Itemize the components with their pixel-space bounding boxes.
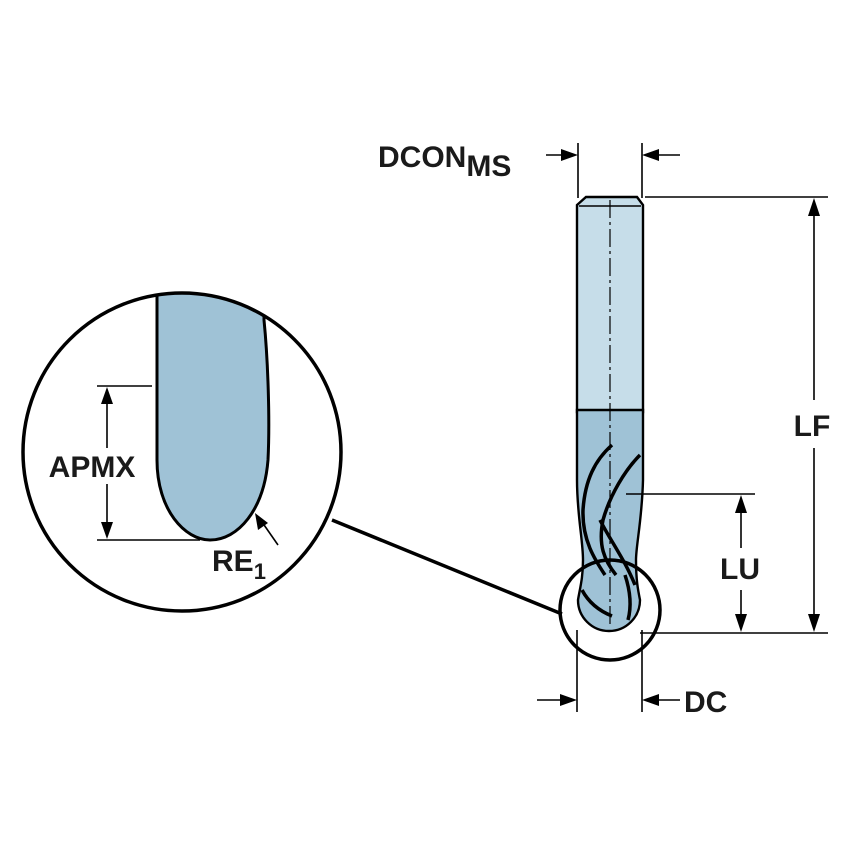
- lf-arrow-top: [808, 198, 820, 216]
- end-mill-body: [575, 195, 645, 633]
- apmx-arrow-bottom: [101, 522, 113, 539]
- re-label-subscript: 1: [254, 559, 266, 584]
- dcon-arrow-right: [642, 149, 659, 161]
- dcon-label-main: DCON: [378, 141, 466, 174]
- dc-arrow-left: [560, 694, 577, 706]
- dcon-label-subscript: MS: [466, 150, 511, 183]
- flute-helix-1: [581, 443, 614, 576]
- dcon-ms-dimension: DCONMS: [378, 141, 680, 198]
- lu-label: LU: [720, 553, 760, 586]
- dcon-label: DCONMS: [378, 141, 511, 183]
- detail-view: APMX: [21, 291, 343, 613]
- apmx-arrow-top: [101, 387, 113, 404]
- detail-leader-line: [331, 518, 563, 616]
- re-label-main: RE: [212, 545, 254, 578]
- dcon-arrow-left: [561, 149, 578, 161]
- apmx-label: APMX: [49, 451, 136, 484]
- lf-label: LF: [794, 410, 831, 443]
- dc-dimension: DC: [537, 630, 727, 719]
- detail-marker-circle: [558, 558, 662, 662]
- dc-label: DC: [684, 686, 727, 719]
- detail-ball-nose: [155, 293, 271, 542]
- flute-helix-5: [623, 574, 632, 621]
- lf-dimension: LF: [640, 196, 831, 634]
- lu-arrow-top: [735, 495, 747, 513]
- re-label: RE1: [212, 545, 266, 584]
- lf-arrow-bottom: [808, 614, 820, 632]
- re-arrow: [255, 513, 268, 530]
- dc-arrow-right: [642, 694, 659, 706]
- re-leader-line: [261, 521, 279, 546]
- detail-view-border: [21, 291, 343, 613]
- lu-arrow-bottom: [735, 614, 747, 632]
- flute-helix-3: [598, 519, 637, 586]
- apmx-label-backing: [40, 448, 150, 484]
- lu-dimension: LU: [626, 493, 760, 632]
